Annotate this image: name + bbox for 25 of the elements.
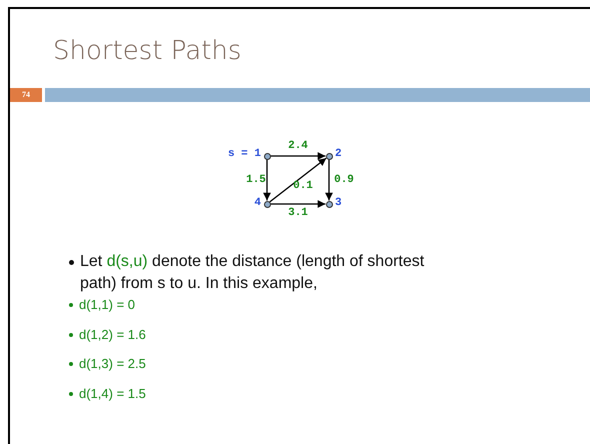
vertex-label: 4 (254, 197, 261, 210)
arrow (270, 200, 326, 208)
edge-label: 1.5 (246, 174, 266, 186)
slide-number: 74 (10, 88, 42, 102)
graph-vertex (326, 152, 332, 160)
edge-label: 3.1 (288, 207, 308, 219)
edge-label: 0.9 (334, 174, 354, 186)
arrow (269, 158, 327, 202)
edge-label: 2.4 (288, 140, 308, 152)
arrow (325, 160, 333, 200)
graph-vertex (326, 200, 332, 208)
graph-vertex (264, 200, 270, 208)
bullet-text: d(1,4) = 1.5 (79, 386, 146, 400)
bullet-text: d(1,1) = 0 (79, 297, 136, 312)
slide-title: Shortest Paths (53, 36, 242, 66)
vertex-label: s = 1 (228, 148, 261, 161)
graph-vertex (264, 152, 270, 160)
arrow (270, 152, 326, 160)
bullet-text: d(1,3) = 2.5 (79, 356, 146, 371)
edge-label: 0.1 (293, 180, 313, 192)
bullet-text: d(1,2) = 1.6 (79, 326, 146, 342)
vertex-label: 2 (335, 148, 342, 161)
bullet-text: Let d(s,u) denote the distance (length of shortest path) from s to u. In this example, (80, 252, 426, 294)
vertex-label: 3 (335, 197, 342, 210)
arrow (263, 160, 271, 200)
